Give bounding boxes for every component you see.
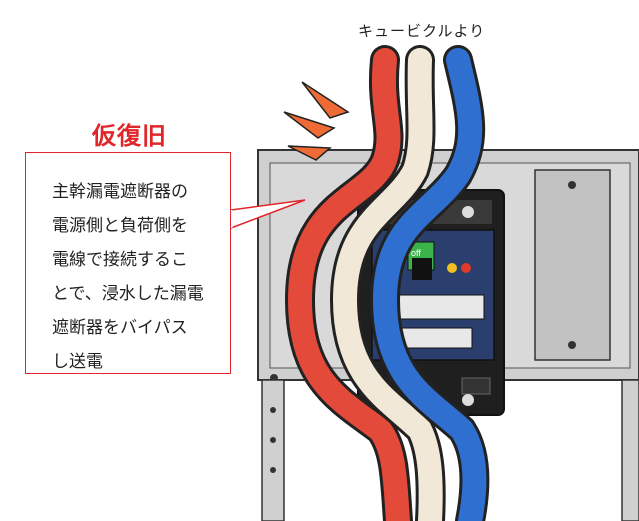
- action-mark: [283, 81, 350, 161]
- callout-box: 主幹漏電遮断器の 電源側と負荷側を 電線で接続するこ とで、浸水した漏電 遮断器…: [25, 152, 231, 374]
- cable-blue: [369, 45, 490, 521]
- panel-rail-right: [621, 379, 639, 521]
- callout-line: し送電: [52, 352, 103, 372]
- panel-rail-left: [261, 379, 285, 521]
- callout-line: 主幹漏電遮断器の: [52, 182, 188, 202]
- callout-line: 電線で接続するこ: [52, 250, 188, 270]
- cable-white: [329, 45, 446, 521]
- title: 仮復旧: [92, 122, 167, 150]
- callout-line: とで、浸水した漏電: [52, 284, 204, 304]
- breaker-switch-label: off: [411, 248, 421, 258]
- cable-red: [284, 45, 413, 521]
- callout-line: 電源側と負荷側を: [52, 216, 188, 236]
- source-label: キュービクルより: [358, 22, 486, 40]
- callout-line: 遮断器をバイパス: [52, 318, 188, 338]
- callout-pointer: [229, 199, 306, 229]
